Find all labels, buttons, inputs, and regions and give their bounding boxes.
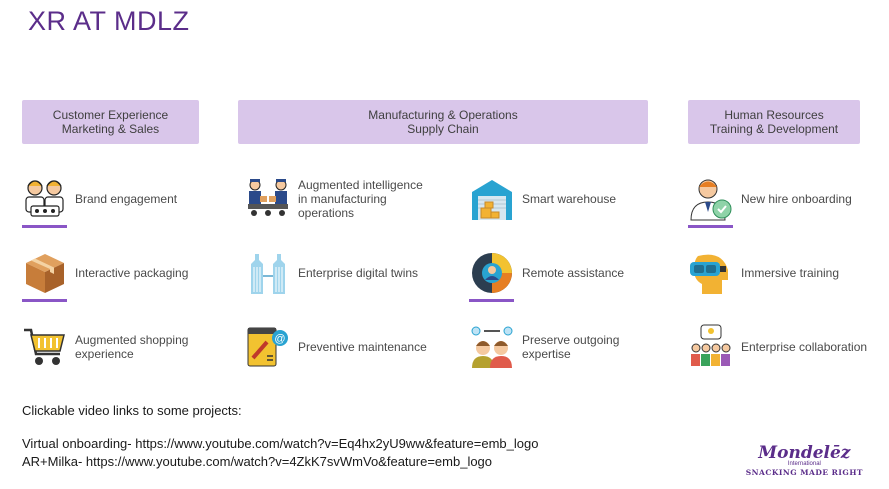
item-label: Enterprise digital twins [298, 266, 419, 280]
item-brand-engagement: Brand engagement [22, 176, 185, 222]
collaboration-icon [691, 324, 731, 366]
people-meeting-icon [25, 180, 64, 217]
warehouse-icon [472, 180, 512, 220]
vr-headset-icon [690, 254, 728, 294]
item-preventive-maintenance: @ Preventive maintenance [245, 324, 438, 370]
page-title: XR AT MDLZ [28, 6, 190, 36]
logo-tagline: SNACKING MADE RIGHT [745, 468, 863, 477]
highlight-underline [688, 225, 733, 228]
logo-brand: Mondelēz [758, 443, 851, 463]
item-augmented-intelligence: Augmented intelligence in manufacturing … [245, 176, 433, 222]
highlight-underline [469, 299, 514, 302]
item-label: Remote assistance [522, 266, 625, 280]
highlight-underline [22, 299, 67, 302]
item-augmented-shopping: Augmented shopping experience [22, 324, 200, 370]
item-label: Augmented shopping experience [75, 333, 189, 361]
box-icon [26, 254, 64, 293]
maintenance-icon: @ [247, 327, 288, 367]
category-line1: Manufacturing & Operations [368, 108, 518, 122]
category-line2: Supply Chain [407, 122, 479, 136]
mondelez-logo: Mondelēz International SNACKING MADE RIG… [745, 443, 863, 478]
video-link-virtual-onboarding[interactable]: Virtual onboarding- https://www.youtube.… [22, 436, 539, 451]
factory-workers-icon [248, 179, 288, 216]
new-hire-icon [690, 179, 732, 221]
item-label: Immersive training [741, 266, 840, 280]
category-human-resources: Human Resources Training & Development [688, 100, 860, 144]
category-line1: Customer Experience [52, 108, 169, 122]
item-label: Augmented intelligence in manufacturing … [298, 178, 423, 220]
item-new-hire: New hire onboarding [688, 176, 866, 222]
logo-international: International [787, 461, 821, 467]
category-line2: Training & Development [709, 122, 839, 136]
video-link-ar-milka[interactable]: AR+Milka- https://www.youtube.com/watch?… [22, 454, 493, 469]
svg-text:@: @ [274, 333, 285, 345]
category-line2: Marketing & Sales [61, 122, 160, 136]
category-manufacturing: Manufacturing & Operations Supply Chain [238, 100, 648, 144]
item-immersive-training: Immersive training [688, 250, 866, 296]
knowledge-transfer-icon [471, 326, 513, 368]
item-interactive-packaging: Interactive packaging [22, 250, 195, 296]
item-digital-twins: Enterprise digital twins [245, 250, 438, 296]
item-label: Interactive packaging [75, 266, 189, 280]
item-label: Preventive maintenance [298, 340, 427, 354]
item-preserve-expertise: Preserve outgoing expertise [469, 324, 642, 370]
shopping-cart-icon [24, 328, 65, 365]
item-smart-warehouse: Smart warehouse [469, 176, 642, 222]
twin-towers-icon [251, 254, 285, 294]
item-enterprise-collaboration: Enterprise collaboration [688, 324, 876, 370]
remote-assistance-icon [472, 253, 512, 293]
item-label: Brand engagement [75, 192, 178, 206]
item-remote-assistance: Remote assistance [469, 250, 642, 296]
links-heading: Clickable video links to some projects: [22, 403, 242, 418]
item-label: New hire onboarding [741, 192, 852, 206]
category-customer-experience: Customer Experience Marketing & Sales [22, 100, 199, 144]
item-label: Preserve outgoing expertise [522, 333, 620, 361]
category-line1: Human Resources [724, 108, 824, 122]
highlight-underline [22, 225, 67, 228]
item-label: Enterprise collaboration [741, 340, 868, 354]
item-label: Smart warehouse [522, 192, 617, 206]
